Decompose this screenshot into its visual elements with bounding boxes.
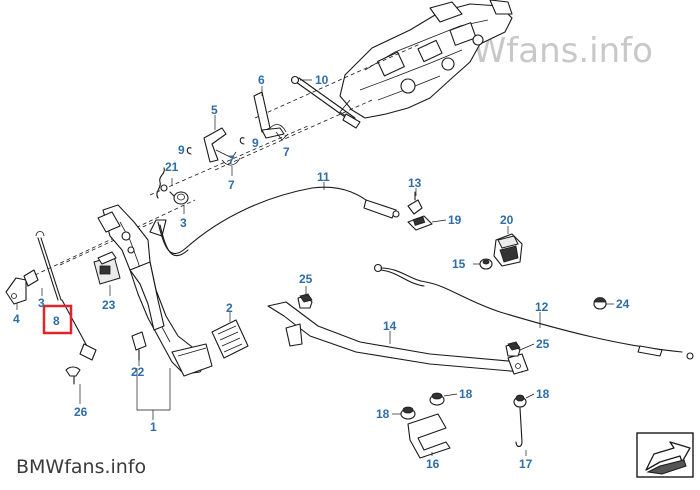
part-label[interactable]: 12 xyxy=(535,300,549,314)
part-label[interactable]: 9 xyxy=(252,136,259,150)
part-label[interactable]: 18 xyxy=(376,407,390,421)
part-label[interactable]: 19 xyxy=(448,213,462,227)
part-label[interactable]: 9 xyxy=(178,143,185,157)
part-label[interactable]: 7 xyxy=(228,178,235,192)
pedal-pad-2 xyxy=(211,319,249,359)
hook-17 xyxy=(515,407,523,448)
part-label[interactable]: 7 xyxy=(228,153,235,167)
stop-23 xyxy=(93,251,121,285)
nut-25-lower xyxy=(505,341,521,357)
spring-21 xyxy=(156,167,168,199)
switch-20 xyxy=(493,233,523,267)
bracket-16 xyxy=(407,413,451,459)
clip-9a xyxy=(186,147,192,155)
bushing-18-b xyxy=(429,392,445,406)
highlight-box-part-8 xyxy=(42,304,73,335)
part-label[interactable]: 17 xyxy=(519,457,533,471)
clip-9b xyxy=(239,137,245,145)
part-label[interactable]: 3 xyxy=(180,216,187,230)
pedal-bracket-assembly xyxy=(339,0,513,121)
part-label[interactable]: 15 xyxy=(452,257,466,271)
footer-brand: BMWfans.info xyxy=(16,456,146,478)
bushing-3-top xyxy=(169,191,189,205)
part-label[interactable]: 14 xyxy=(383,319,397,333)
leader-lines xyxy=(16,79,614,456)
bracket-6 xyxy=(253,91,289,141)
part-label[interactable]: 22 xyxy=(131,365,145,379)
part-label[interactable]: 7 xyxy=(283,145,290,159)
part-label[interactable]: 13 xyxy=(408,176,422,190)
part-label[interactable]: 11 xyxy=(317,170,330,184)
sensor-19 xyxy=(407,215,433,231)
part-label[interactable]: 1 xyxy=(150,420,157,434)
spring-rod-8 xyxy=(35,231,97,361)
part-label[interactable]: 3 xyxy=(38,296,45,310)
bar-14 xyxy=(267,301,529,375)
cable-11 xyxy=(157,186,400,257)
part-label[interactable]: 10 xyxy=(315,73,329,87)
part-label[interactable]: 18 xyxy=(536,387,550,401)
bushing-18-a xyxy=(400,406,416,420)
part-labels: 1 2 3 3 4 5 6 7 7 7 8 9 9 10 11 12 13 14… xyxy=(13,73,630,471)
part-label[interactable]: 24 xyxy=(616,297,630,311)
nut-25-top xyxy=(297,293,313,309)
part-label[interactable]: 25 xyxy=(536,337,550,351)
connector-13 xyxy=(407,191,423,215)
part-label[interactable]: 6 xyxy=(258,73,265,87)
part-label[interactable]: 23 xyxy=(102,298,116,312)
pedal-lever xyxy=(129,261,165,361)
clip-3-left xyxy=(23,269,39,287)
part-label[interactable]: 16 xyxy=(426,457,440,471)
grommet-15 xyxy=(479,258,493,270)
part-label[interactable]: 26 xyxy=(74,405,88,419)
grommet-24 xyxy=(593,297,607,310)
cable-12 xyxy=(373,263,694,360)
part-label[interactable]: 20 xyxy=(500,213,514,227)
part-label[interactable]: 25 xyxy=(299,272,313,286)
part-label[interactable]: 5 xyxy=(211,103,218,117)
part-label[interactable]: 4 xyxy=(13,312,20,326)
clip-26 xyxy=(65,366,81,385)
bracket-5 xyxy=(203,127,241,166)
part-label-highlighted[interactable]: 8 xyxy=(53,314,60,328)
arrow-navigation-icon[interactable] xyxy=(636,432,694,478)
part-label[interactable]: 2 xyxy=(226,301,233,315)
part-label[interactable]: 21 xyxy=(165,160,179,174)
part-label[interactable]: 18 xyxy=(459,387,473,401)
bracket-4 xyxy=(5,277,27,305)
bushing-18-c xyxy=(513,394,527,408)
